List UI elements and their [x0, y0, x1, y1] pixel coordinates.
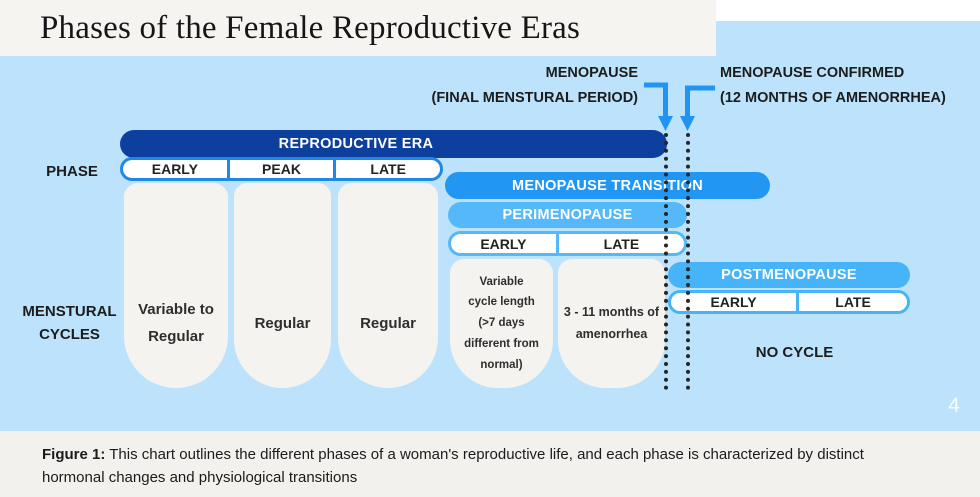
menstrual-cycles-row-label: MENSTURAL CYCLES: [22, 303, 117, 344]
cycle-column-variable-to-regular: Variable to Regular: [124, 183, 228, 388]
cycle-column-amenorrhea: 3 - 11 months of amenorrhea: [558, 259, 665, 388]
reproductive-era-bar: REPRODUCTIVE ERA: [120, 130, 667, 158]
perimenopause-bar: PERIMENOPAUSE: [448, 202, 687, 228]
figure-caption: Figure 1: This chart outlines the differ…: [0, 431, 980, 497]
perimenopause-phase-pill: EARLY LATE: [448, 231, 687, 256]
cycle-column-regular-1: Regular: [234, 183, 331, 388]
menopause-annotation: MENOPAUSE (FINAL MENSTURAL PERIOD): [431, 65, 639, 107]
reproductive-phase-early: EARLY: [151, 161, 198, 177]
reproductive-phase-peak: PEAK: [226, 160, 334, 178]
reproductive-phase-pill: EARLY PEAK LATE: [120, 157, 443, 181]
perimenopause-phase-late: LATE: [555, 234, 684, 253]
postmenopause-bar: POSTMENOPAUSE: [668, 262, 910, 288]
no-cycle-label: NO CYCLE: [755, 344, 834, 361]
postmenopause-phase-late: LATE: [796, 293, 907, 311]
postmenopause-phase-pill: EARLY LATE: [668, 290, 910, 314]
cycle-column-variable-length: Variable cycle length (>7 days different…: [450, 259, 553, 388]
menopause-confirmed-annotation: MENOPAUSE CONFIRMED (12 MONTHS OF AMENOR…: [720, 65, 946, 107]
page-number: 4: [948, 394, 960, 417]
cycle-column-regular-2: Regular: [338, 183, 438, 388]
menopause-dotted-line: [664, 133, 668, 390]
phase-row-label: PHASE: [46, 163, 98, 180]
perimenopause-phase-early: EARLY: [480, 235, 527, 252]
postmenopause-phase-early: EARLY: [710, 294, 757, 310]
menopause-transition-bar: MENOPAUSE TRANSITION: [445, 172, 770, 199]
menopause-confirmed-dotted-line: [686, 133, 690, 390]
reproductive-phase-late: LATE: [333, 160, 440, 178]
figure-caption-text: Figure 1: This chart outlines the differ…: [42, 446, 864, 486]
page-title: Phases of the Female Reproductive Eras: [40, 9, 581, 46]
title-banner: Phases of the Female Reproductive Eras: [0, 0, 716, 56]
figure-caption-label: Figure 1:: [42, 446, 106, 463]
